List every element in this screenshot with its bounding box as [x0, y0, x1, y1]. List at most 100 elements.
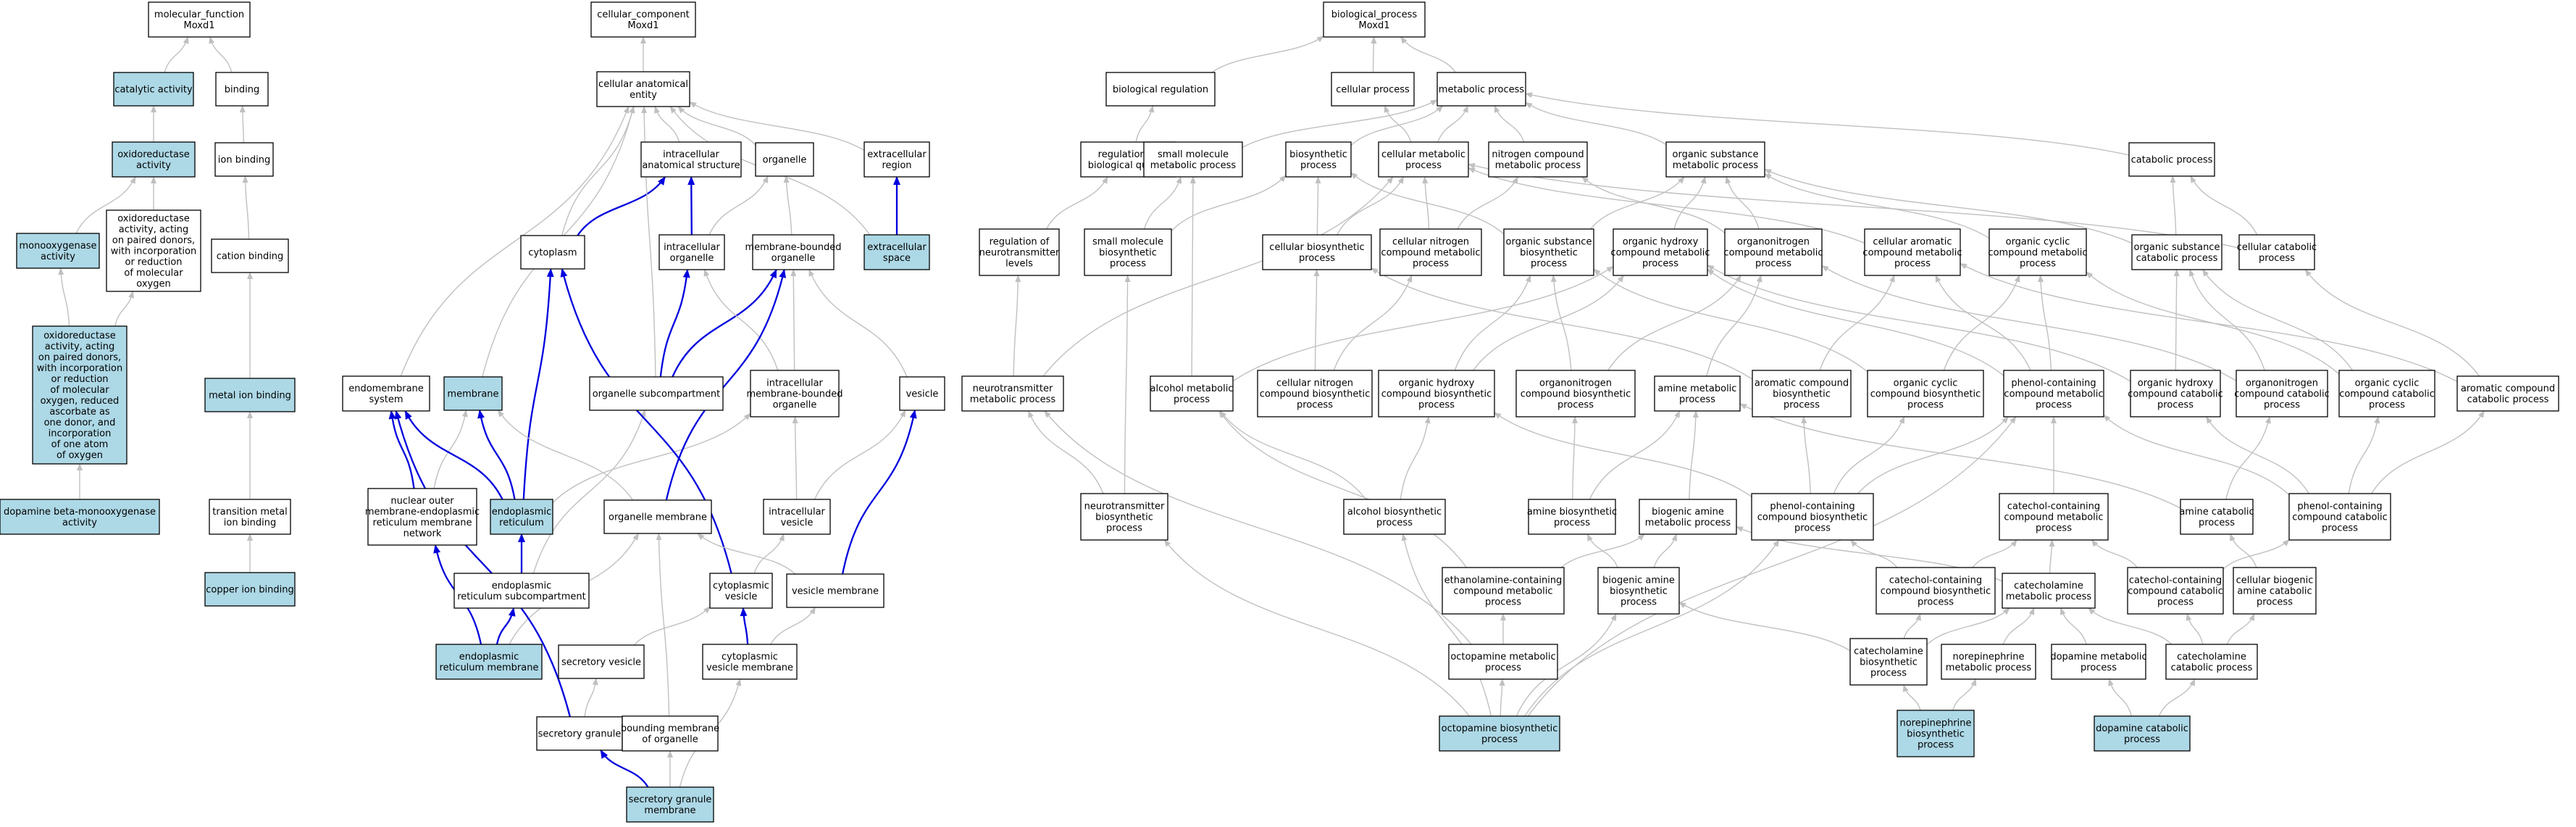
node-metab-proc[interactable]: metabolic process	[1437, 72, 1526, 107]
node-label-line: vesicle	[725, 591, 758, 602]
node-organelle[interactable]: organelle	[755, 142, 814, 177]
node-bio-reg[interactable]: biological regulation	[1105, 72, 1216, 107]
node-vesicle-membrane[interactable]: vesicle membrane	[786, 573, 885, 608]
node-cation-binding[interactable]: cation binding	[211, 238, 289, 273]
node-catabolic[interactable]: catabolic process	[2128, 142, 2215, 177]
node-vesicle[interactable]: vesicle	[899, 376, 945, 411]
node-label-line: cellular_component	[597, 9, 690, 20]
node-membrane[interactable]: membrane	[443, 376, 503, 411]
node-cell-proc[interactable]: cellular process	[1331, 72, 1415, 107]
node-copper-ion[interactable]: copper ion binding	[204, 572, 296, 607]
node-box	[2128, 142, 2215, 177]
node-org-membrane[interactable]: organelle membrane	[603, 499, 712, 534]
node-org-subcomp[interactable]: organelle subcompartment	[589, 376, 724, 411]
node-catalytic[interactable]: catalytic activity	[113, 72, 194, 107]
node-secretory-vesicle[interactable]: secretory vesicle	[558, 644, 645, 679]
node-ion-binding[interactable]: ion binding	[214, 142, 274, 177]
node-secretory-granule[interactable]: secretory granule	[536, 716, 623, 751]
node-metal-ion[interactable]: metal ion binding	[204, 378, 296, 412]
node-nuc-outer[interactable]: nuclear outermembrane-endoplasmicreticul…	[365, 488, 480, 546]
edge-organelle-to-cae	[677, 106, 756, 146]
node-binding[interactable]: binding	[215, 72, 269, 107]
node-cytoplasm[interactable]: cytoplasm	[520, 235, 585, 270]
